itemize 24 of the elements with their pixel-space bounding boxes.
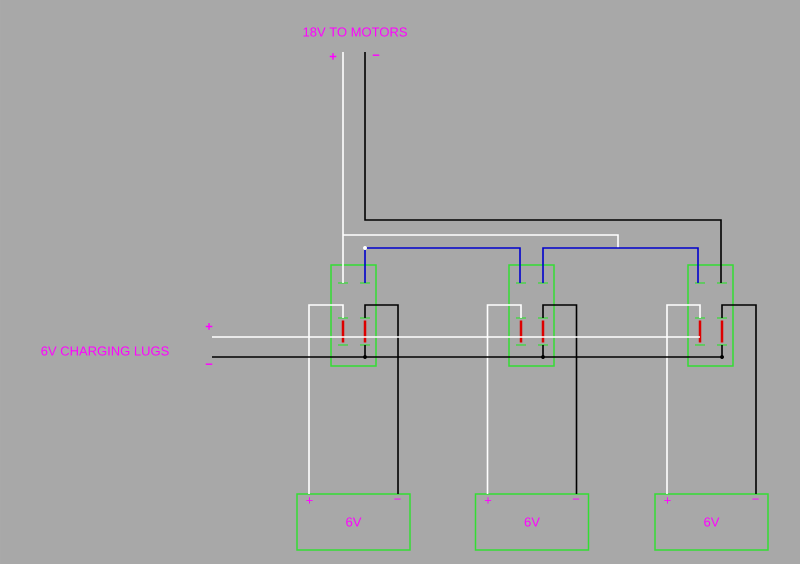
battery: + 6V − bbox=[474, 493, 590, 551]
switch bbox=[330, 264, 377, 367]
wire bbox=[666, 304, 701, 494]
wire bbox=[364, 304, 399, 494]
wire bbox=[364, 52, 722, 283]
label: 6V CHARGING LUGS bbox=[41, 346, 169, 356]
wire bbox=[486, 304, 522, 494]
wire bbox=[342, 52, 344, 283]
wire bbox=[721, 304, 757, 494]
terminal-label: − bbox=[206, 363, 212, 365]
battery: + 6V − bbox=[296, 493, 411, 551]
wire bbox=[542, 304, 578, 494]
wire bbox=[212, 336, 700, 338]
wire bbox=[542, 247, 699, 283]
terminal-label: + bbox=[206, 323, 212, 330]
wire bbox=[364, 247, 521, 283]
terminal-label: + bbox=[330, 53, 336, 60]
switch bbox=[687, 264, 734, 367]
label: 18V TO MOTORS bbox=[304, 27, 407, 37]
terminal-label: − bbox=[372, 54, 380, 56]
switch bbox=[508, 264, 555, 367]
wire bbox=[308, 304, 344, 494]
wire bbox=[212, 344, 723, 358]
battery: + 6V − bbox=[654, 493, 769, 551]
